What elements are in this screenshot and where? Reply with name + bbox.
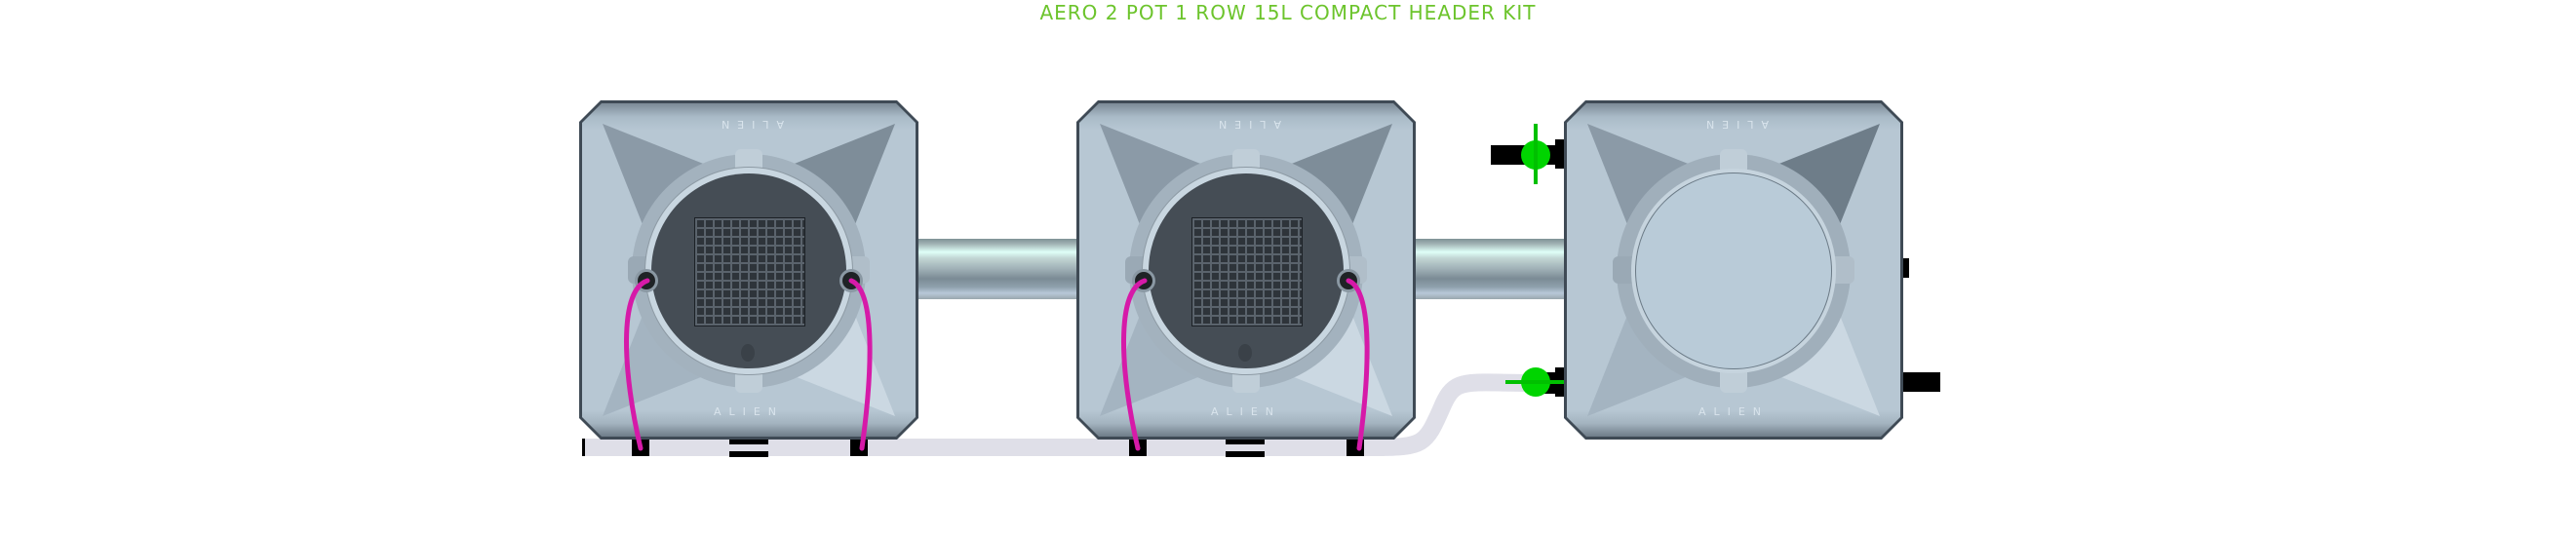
pot-foot <box>729 451 768 457</box>
net-pot-drain-hole <box>1238 344 1252 362</box>
valve-top-handle[interactable] <box>1534 124 1538 184</box>
valve-bottom-handle[interactable] <box>1505 380 1564 384</box>
brand-logo-top: ALIEN <box>1698 118 1770 131</box>
kit-title: AERO 2 POT 1 ROW 15L COMPACT HEADER KIT <box>1039 1 1537 24</box>
brand-logo-bottom: ALIEN <box>1210 405 1282 418</box>
drip-lines-pot-2 <box>1121 278 1370 451</box>
drip-lines-pot-1 <box>624 278 873 451</box>
overflow-fitting <box>1899 258 1909 278</box>
net-pot-mesh <box>1191 217 1303 326</box>
net-pot-mesh <box>694 217 805 326</box>
pot-foot <box>1226 451 1265 457</box>
header-tank[interactable]: ALIEN ALIEN <box>1564 100 1903 440</box>
brand-logo-bottom: ALIEN <box>1698 405 1770 418</box>
grow-pot-1[interactable]: ALIEN ALIEN <box>579 100 918 440</box>
brand-logo-bottom: ALIEN <box>713 405 785 418</box>
return-tube-curve <box>1374 373 1534 456</box>
net-pot-drain-hole <box>741 344 755 362</box>
tube-end-cap <box>582 439 585 456</box>
header-tank-lid[interactable] <box>1636 173 1831 368</box>
drain-fitting <box>1901 372 1940 392</box>
connector-pipe-2-3 <box>1412 239 1587 299</box>
return-tube <box>583 439 1385 456</box>
pot-foot <box>729 439 768 444</box>
connector-pipe-1-2 <box>915 239 1090 299</box>
pot-foot <box>1226 439 1265 444</box>
